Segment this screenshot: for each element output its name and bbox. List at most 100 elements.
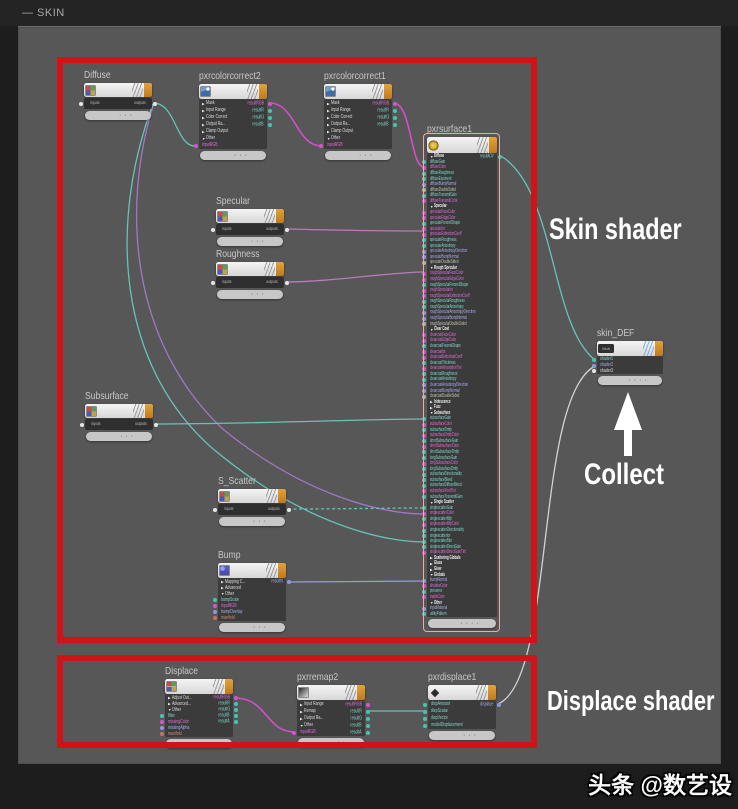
output-port[interactable] — [366, 716, 370, 721]
display-flag-slashes[interactable] — [372, 84, 383, 99]
display-flag-slashes[interactable] — [643, 341, 654, 356]
node-header[interactable] — [84, 83, 152, 97]
node-header[interactable] — [165, 679, 233, 694]
chevron-down-icon[interactable]: ▼ — [430, 154, 434, 159]
input-port[interactable] — [79, 101, 83, 106]
output-port[interactable] — [234, 720, 238, 724]
param-row-glow[interactable]: ▶Glow — [427, 567, 497, 573]
node-display-bar[interactable]: ··· — [219, 623, 285, 632]
node-header[interactable] — [324, 84, 392, 99]
output-port[interactable] — [498, 154, 502, 159]
input-port[interactable] — [592, 369, 596, 374]
param-row-missingalpha[interactable]: missingAlpha — [160, 725, 233, 731]
param-row-manifold[interactable]: manifold — [160, 731, 233, 737]
chevron-right-icon[interactable]: ▶ — [168, 702, 171, 706]
param-row-globals[interactable]: ▼Globals — [427, 572, 497, 578]
input-port[interactable] — [423, 723, 427, 728]
chevron-right-icon[interactable]: ▶ — [168, 696, 171, 700]
output-port[interactable] — [366, 709, 370, 714]
chevron-right-icon[interactable]: ▶ — [430, 405, 433, 410]
input-port[interactable] — [423, 702, 427, 707]
output-port[interactable] — [234, 714, 238, 718]
param-row-modeldisplacement[interactable]: modelDisplacement — [423, 722, 496, 729]
input-port[interactable] — [422, 612, 426, 617]
chevron-right-icon[interactable]: ▶ — [430, 556, 433, 561]
param-row-inputmaterial[interactable]: inputMaterial — [422, 606, 497, 612]
param-row-inputrgb[interactable]: inputRGB — [213, 603, 286, 609]
chevron-down-icon[interactable]: ▼ — [430, 601, 434, 606]
display-flag-slashes[interactable] — [247, 84, 258, 99]
node-header[interactable] — [428, 685, 496, 700]
param-row-bumpscale[interactable]: bumpScale — [213, 597, 286, 603]
param-row-manifold[interactable]: manifold — [213, 615, 286, 621]
chevron-down-icon[interactable]: ▼ — [168, 708, 172, 712]
output-port[interactable] — [366, 730, 370, 735]
display-flag-slashes[interactable] — [266, 563, 277, 578]
input-port[interactable] — [422, 545, 426, 550]
chevron-right-icon[interactable]: ▶ — [221, 580, 224, 584]
input-port[interactable] — [80, 422, 84, 427]
chevron-right-icon[interactable]: ▶ — [300, 716, 303, 721]
input-port[interactable] — [422, 606, 426, 611]
param-row-fuzz[interactable]: ▶Fuzz — [427, 405, 497, 411]
param-row-utilitypattern[interactable]: utilityPattern — [422, 611, 497, 617]
param-row-shadowcolor[interactable]: shadowColor — [422, 583, 497, 590]
input-port[interactable] — [160, 720, 164, 724]
output-port[interactable] — [366, 702, 370, 707]
node-header[interactable] — [427, 137, 497, 153]
output-port[interactable] — [366, 723, 370, 728]
chevron-down-icon[interactable]: ▼ — [430, 573, 434, 578]
display-flag-slashes[interactable] — [132, 83, 143, 97]
display-flag-slashes[interactable] — [345, 685, 356, 700]
param-row-mattecolor[interactable]: matteColor — [422, 594, 497, 601]
chevron-right-icon[interactable]: ▶ — [430, 567, 433, 572]
output-port[interactable] — [234, 708, 238, 712]
chevron-down-icon[interactable]: ▼ — [300, 723, 304, 728]
input-port[interactable] — [423, 716, 427, 721]
input-port[interactable] — [213, 598, 217, 602]
chevron-down-icon[interactable]: ▼ — [221, 592, 225, 596]
node-display-bar[interactable]: ··· — [85, 111, 151, 120]
param-row-singlescatterdirectgain[interactable]: singlescatterDirectGain — [422, 544, 497, 550]
input-port[interactable] — [213, 616, 217, 620]
input-port[interactable] — [422, 589, 426, 594]
chevron-down-icon[interactable]: ▼ — [430, 204, 434, 209]
param-row-other[interactable]: ▼Other — [218, 591, 286, 597]
input-port[interactable] — [160, 732, 164, 736]
node-header[interactable] — [218, 563, 286, 578]
input-port[interactable] — [422, 584, 426, 589]
chevron-right-icon[interactable]: ▶ — [430, 400, 433, 405]
network-tab-skin[interactable]: — SKIN — [22, 7, 65, 19]
param-row-singlescatterdirectgaintint[interactable]: singlescatterDirectGainTint — [422, 550, 497, 556]
display-flag-slashes[interactable] — [213, 679, 224, 694]
param-row-glass[interactable]: ▶Glass — [427, 561, 497, 567]
input-port[interactable] — [592, 357, 596, 362]
chevron-right-icon[interactable]: ▶ — [300, 702, 303, 707]
input-port[interactable] — [160, 714, 164, 718]
input-port[interactable] — [160, 726, 164, 730]
input-port[interactable] — [422, 550, 426, 555]
input-port[interactable] — [213, 610, 217, 614]
display-flag-slashes[interactable] — [477, 137, 488, 153]
chevron-right-icon[interactable]: ▶ — [221, 586, 224, 590]
input-port[interactable] — [422, 595, 426, 600]
chevron-down-icon[interactable]: ▼ — [430, 327, 434, 332]
chevron-right-icon[interactable]: ▶ — [300, 709, 303, 714]
node-display-bar[interactable]: ···· — [428, 618, 496, 628]
param-row-single-scatter[interactable]: ▼Single Scatter — [427, 500, 497, 506]
chevron-down-icon[interactable]: ▼ — [430, 266, 434, 271]
param-row-bumpoverlay[interactable]: bumpOverlay — [213, 609, 286, 615]
input-port[interactable] — [592, 363, 596, 368]
node-header[interactable]: Mult — [597, 341, 663, 356]
param-row-output-ra[interactable]: ▶Output Ra...resultG — [297, 715, 370, 722]
node-header[interactable] — [297, 685, 365, 700]
chevron-down-icon[interactable]: ▼ — [430, 411, 434, 416]
param-row-iridescence[interactable]: ▶Iridescence — [427, 399, 497, 405]
